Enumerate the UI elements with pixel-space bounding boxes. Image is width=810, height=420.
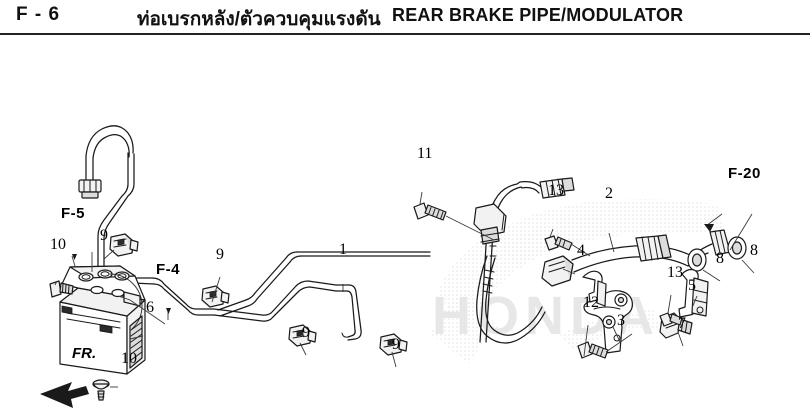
- callout-9a: 9: [100, 227, 108, 244]
- brake-hose-part-2: [476, 229, 731, 344]
- callout-9c: 9: [302, 324, 310, 341]
- cross-ref-f5[interactable]: F-5: [61, 205, 85, 222]
- cross-ref-f4[interactable]: F-4: [156, 261, 180, 278]
- sealing-washer-8a: [687, 248, 707, 272]
- pipe-clamp-9b: [201, 285, 230, 308]
- callout-2: 2: [605, 185, 613, 202]
- leader-lines: [54, 191, 755, 388]
- pipe-clamp-9d: [379, 333, 408, 356]
- pipe-clamp-9a: [109, 233, 139, 257]
- front-direction-arrow: [40, 382, 89, 408]
- page-title-thai: ท่อเบรกหลัง/ตัวควบคุมแรงดัน: [137, 9, 381, 30]
- callout-9d: 9: [392, 336, 400, 353]
- pipe-clamp-9c: [288, 324, 317, 347]
- callout-7: 7: [678, 315, 686, 332]
- callout-3: 3: [617, 312, 625, 329]
- modulator-unit-part-6: [59, 265, 146, 375]
- callout-6: 6: [146, 299, 154, 316]
- modulator-bracket-part-3: [583, 290, 633, 354]
- callout-12: 12: [583, 294, 599, 311]
- hose-ferrule-mid: [635, 234, 672, 262]
- callout-8b: 8: [750, 242, 758, 259]
- bolt-part-13a: [544, 235, 573, 251]
- callout-11: 11: [417, 145, 433, 162]
- pipe-end-fitting-left: [78, 179, 102, 199]
- callout-5: 5: [688, 277, 696, 294]
- brake-pipe-vertical: [473, 177, 575, 343]
- callout-4: 4: [577, 242, 585, 259]
- callout-13a: 13: [548, 182, 564, 199]
- page-title-english: REAR BRAKE PIPE/MODULATOR: [392, 5, 684, 25]
- callout-8a: 8: [716, 250, 724, 267]
- cross-ref-f20[interactable]: F-20: [728, 165, 761, 182]
- pipe-end-fitting-top: [539, 177, 575, 199]
- page-code: F - 6: [16, 4, 61, 25]
- callout-1: 1: [339, 241, 347, 258]
- bolt-part-12: [577, 341, 609, 359]
- callout-13b: 13: [667, 264, 683, 281]
- pipe-joint-block: [473, 203, 507, 245]
- sealing-washer-8b: [727, 236, 747, 260]
- header-divider: [0, 33, 810, 35]
- diagram-canvas: .ln{fill:none;stroke:#1a1a1a;stroke-widt…: [0, 34, 810, 420]
- bolt-part-11: [413, 202, 447, 221]
- callout-9b: 9: [216, 246, 224, 263]
- bolt-part-10-bottom: [92, 379, 110, 401]
- sheet-header: F - 6 ท่อเบรกหลัง/ตัวควบคุมแรงดัน REAR B…: [0, 0, 810, 33]
- callout-10a: 10: [50, 236, 66, 253]
- clamp-bracket-part-4b: [582, 270, 607, 307]
- front-direction-label: FR.: [72, 345, 97, 362]
- bolt-part-13b: [659, 312, 683, 327]
- callout-10b: 10: [121, 350, 137, 367]
- brake-pipe-upper-right: [217, 251, 431, 317]
- hose-fitting-part-4: [541, 255, 574, 287]
